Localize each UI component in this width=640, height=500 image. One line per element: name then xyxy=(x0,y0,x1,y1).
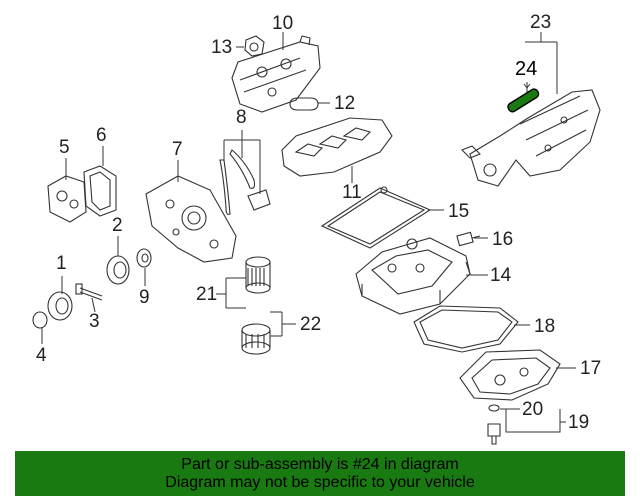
callout-20[interactable]: 20 xyxy=(522,399,544,420)
part-10-valve-cover[interactable] xyxy=(231,35,321,113)
part-21-oil-filter[interactable] xyxy=(245,256,271,294)
callout-3[interactable]: 3 xyxy=(89,311,100,332)
part-7-timing-cover[interactable] xyxy=(145,175,237,263)
banner-line-part: Part or sub-assembly is #24 in diagram xyxy=(181,456,459,473)
part-23-oil-pickup[interactable] xyxy=(461,89,601,187)
callout-11[interactable]: 11 xyxy=(342,182,362,203)
part-8-timing-guides[interactable] xyxy=(219,149,271,215)
info-banner: Part or sub-assembly is #24 in diagram D… xyxy=(15,451,625,496)
leader-lines xyxy=(41,32,576,433)
part-24-highlighted-gasket[interactable] xyxy=(506,88,540,114)
part-3-bolt[interactable] xyxy=(75,283,103,301)
callout-18[interactable]: 18 xyxy=(534,316,556,337)
callout-4[interactable]: 4 xyxy=(36,345,47,366)
callout-13[interactable]: 13 xyxy=(211,37,233,58)
part-20-drain-plug[interactable] xyxy=(487,404,501,445)
callout-14[interactable]: 14 xyxy=(490,265,512,286)
callout-1[interactable]: 1 xyxy=(56,253,67,274)
callout-24-highlighted[interactable]: 24 xyxy=(515,58,538,80)
part-6-gasket[interactable] xyxy=(83,165,117,217)
callout-8[interactable]: 8 xyxy=(236,107,247,128)
callout-23[interactable]: 23 xyxy=(530,12,552,33)
callout-15[interactable]: 15 xyxy=(448,201,470,222)
callout-5[interactable]: 5 xyxy=(59,137,70,158)
part-2-pulley[interactable] xyxy=(106,255,130,285)
callout-10[interactable]: 10 xyxy=(272,13,294,34)
part-4-o-ring[interactable] xyxy=(32,311,48,329)
callout-19[interactable]: 19 xyxy=(568,412,590,433)
callout-2[interactable]: 2 xyxy=(112,215,123,236)
callout-9[interactable]: 9 xyxy=(139,287,150,308)
part-16-sensor[interactable] xyxy=(456,231,481,247)
callout-6[interactable]: 6 xyxy=(96,125,107,146)
part-14-oil-pan-upper[interactable] xyxy=(355,237,471,315)
part-17-oil-pan-lower[interactable] xyxy=(459,349,561,401)
part-1-seal[interactable] xyxy=(47,291,73,321)
callout-21[interactable]: 21 xyxy=(196,284,218,305)
exploded-view-drawing xyxy=(32,32,601,445)
part-13-cap[interactable] xyxy=(244,35,265,57)
part-22-filter-housing[interactable] xyxy=(241,323,271,355)
part-5-cover[interactable] xyxy=(47,175,87,223)
part-9-seal[interactable] xyxy=(136,248,152,268)
callout-7[interactable]: 7 xyxy=(172,139,183,160)
banner-line-disclaimer: Diagram may not be specific to your vehi… xyxy=(165,474,475,491)
part-11-cover-gasket[interactable] xyxy=(281,117,393,177)
callout-22[interactable]: 22 xyxy=(300,314,322,335)
callout-16[interactable]: 16 xyxy=(492,229,514,250)
callout-17[interactable]: 17 xyxy=(580,358,602,379)
part-18-pan-gasket[interactable] xyxy=(413,305,519,353)
part-12-gasket[interactable] xyxy=(289,97,319,111)
callout-12[interactable]: 12 xyxy=(334,93,356,114)
